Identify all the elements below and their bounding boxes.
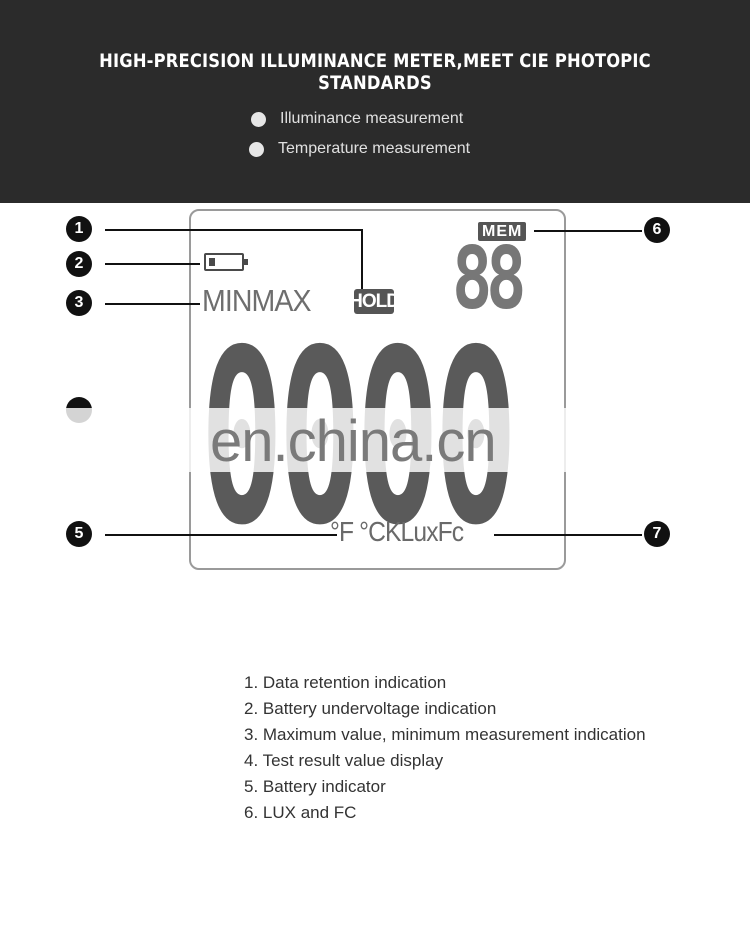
callout-number: 5 [66,521,92,547]
callout-line-7 [494,534,642,536]
feature-bullet-temperature: Temperature measurement [249,140,470,158]
min-max-indicator: MINMAX [202,283,311,318]
list-item: 1. Data retention indication [244,673,447,692]
header-banner: HIGH-PRECISION ILLUMINANCE METER,MEET CI… [0,0,750,203]
feature-bullet-illuminance: Illuminance measurement [251,110,463,128]
callout-number: 7 [644,521,670,547]
lcd-screen-outline [189,209,566,570]
callout-number: 1 [66,216,92,242]
feature-label: Illuminance measurement [280,110,464,127]
memory-digits: 88 [452,229,527,329]
callout-line-1 [105,229,363,231]
callout-number: 6 [644,217,670,243]
callout-line-6 [534,230,642,232]
callout-line-2 [105,263,200,265]
battery-icon [204,253,248,271]
list-item: 4. Test result value display [244,751,444,770]
callout-line-3 [105,303,200,305]
callout-line-5 [105,534,337,536]
list-item: 3. Maximum value, minimum measurement in… [244,725,646,744]
hold-indicator: HOLD [349,289,400,314]
callout-line-1-drop [361,229,363,289]
list-item: 5. Battery indicator [244,777,386,796]
description-list: 1. Data retention indication 2. Battery … [244,670,646,826]
battery-cell [209,258,215,266]
watermark-text: en.china.cn [210,409,497,474]
bullet-dot-icon [249,141,264,157]
unit-indicators: °F °CKLuxFc [330,516,464,547]
callout-number: 3 [66,290,92,316]
mem-indicator: MEM [478,222,527,241]
list-item: 6. LUX and FC [244,803,357,822]
callout-number: 2 [66,251,92,277]
list-item: 2. Battery undervoltage indication [244,699,497,718]
feature-label: Temperature measurement [278,140,471,157]
bullet-dot-icon [251,111,266,127]
watermark-band [0,408,750,472]
banner-title: HIGH-PRECISION ILLUMINANCE METER,MEET CI… [99,50,651,94]
